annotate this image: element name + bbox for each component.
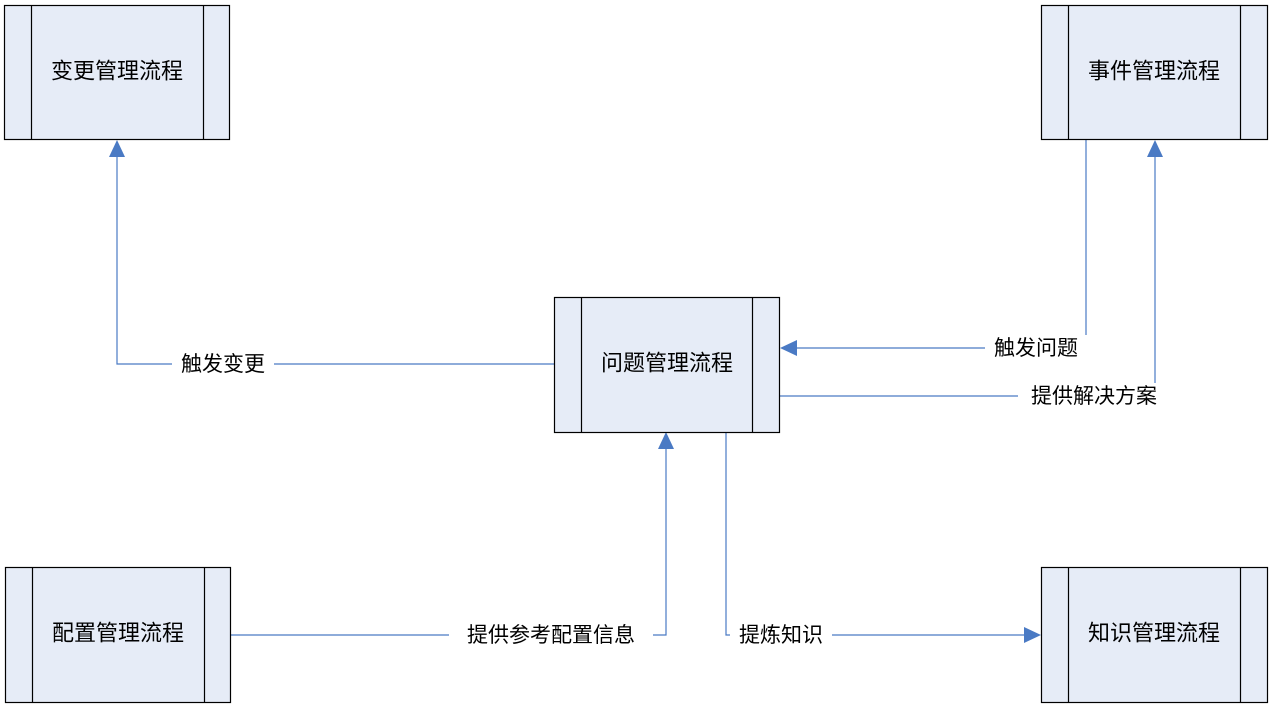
process-label: 变更管理流程	[51, 60, 183, 85]
flow-provide-solution: 提供解决方案	[780, 140, 1170, 409]
flow-label: 触发变更	[181, 352, 265, 376]
process-config[interactable]: 配置管理流程	[4, 566, 232, 704]
flow-label: 提供解决方案	[1031, 384, 1157, 408]
process-event[interactable]: 事件管理流程	[1040, 4, 1269, 141]
flow-trigger-problem: 触发问题	[780, 140, 1087, 361]
process-label: 事件管理流程	[1088, 60, 1220, 85]
process-label: 配置管理流程	[52, 622, 184, 647]
flow-label: 提供参考配置信息	[467, 623, 635, 647]
arrow-left-icon	[780, 340, 797, 356]
flow-provide-config-info: 提供参考配置信息	[231, 432, 674, 648]
arrow-up-icon	[109, 140, 125, 157]
arrow-up-icon	[658, 432, 674, 449]
flow-label: 触发问题	[994, 336, 1078, 360]
process-label: 问题管理流程	[601, 352, 733, 377]
process-knowledge[interactable]: 知识管理流程	[1040, 566, 1269, 704]
process-change[interactable]: 变更管理流程	[3, 4, 231, 141]
flow-extract-knowledge: 提炼知识	[725, 432, 1041, 648]
process-label: 知识管理流程	[1088, 622, 1220, 647]
arrow-right-icon	[1024, 627, 1041, 643]
flow-label: 提炼知识	[739, 623, 823, 647]
arrow-up-icon	[1147, 140, 1163, 157]
process-problem[interactable]: 问题管理流程	[553, 296, 781, 434]
flow-trigger-change: 触发变更	[109, 140, 554, 377]
